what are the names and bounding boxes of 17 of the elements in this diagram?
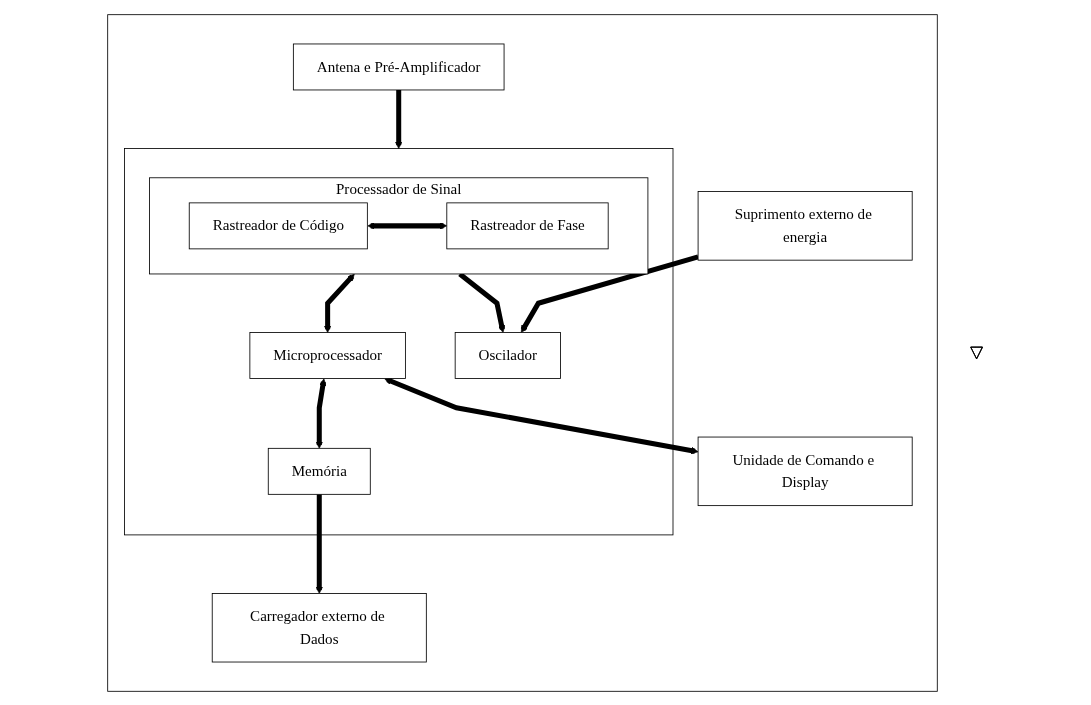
cluster (107, 13, 939, 692)
arrow (316, 378, 327, 449)
arrow (395, 89, 403, 149)
cluster (124, 147, 674, 535)
node-box: Antena e Pré-Amplificador (293, 43, 505, 90)
node-box: Carregador externo de Dados (212, 592, 428, 662)
arrow (316, 493, 324, 594)
node-box: Microprocessador (249, 331, 407, 379)
node-box: Oscilador (455, 331, 562, 379)
node-box: Rastreador de Código (189, 201, 369, 249)
node-box: Rastreador de Fase (446, 201, 609, 249)
node-box: Unidade de Comando e Display (698, 436, 914, 506)
arrow (367, 221, 448, 230)
node-box: Memória (268, 447, 372, 495)
arrow (521, 254, 700, 333)
node-box: Suprimento externo de energia (698, 190, 914, 261)
arrow (324, 273, 356, 333)
